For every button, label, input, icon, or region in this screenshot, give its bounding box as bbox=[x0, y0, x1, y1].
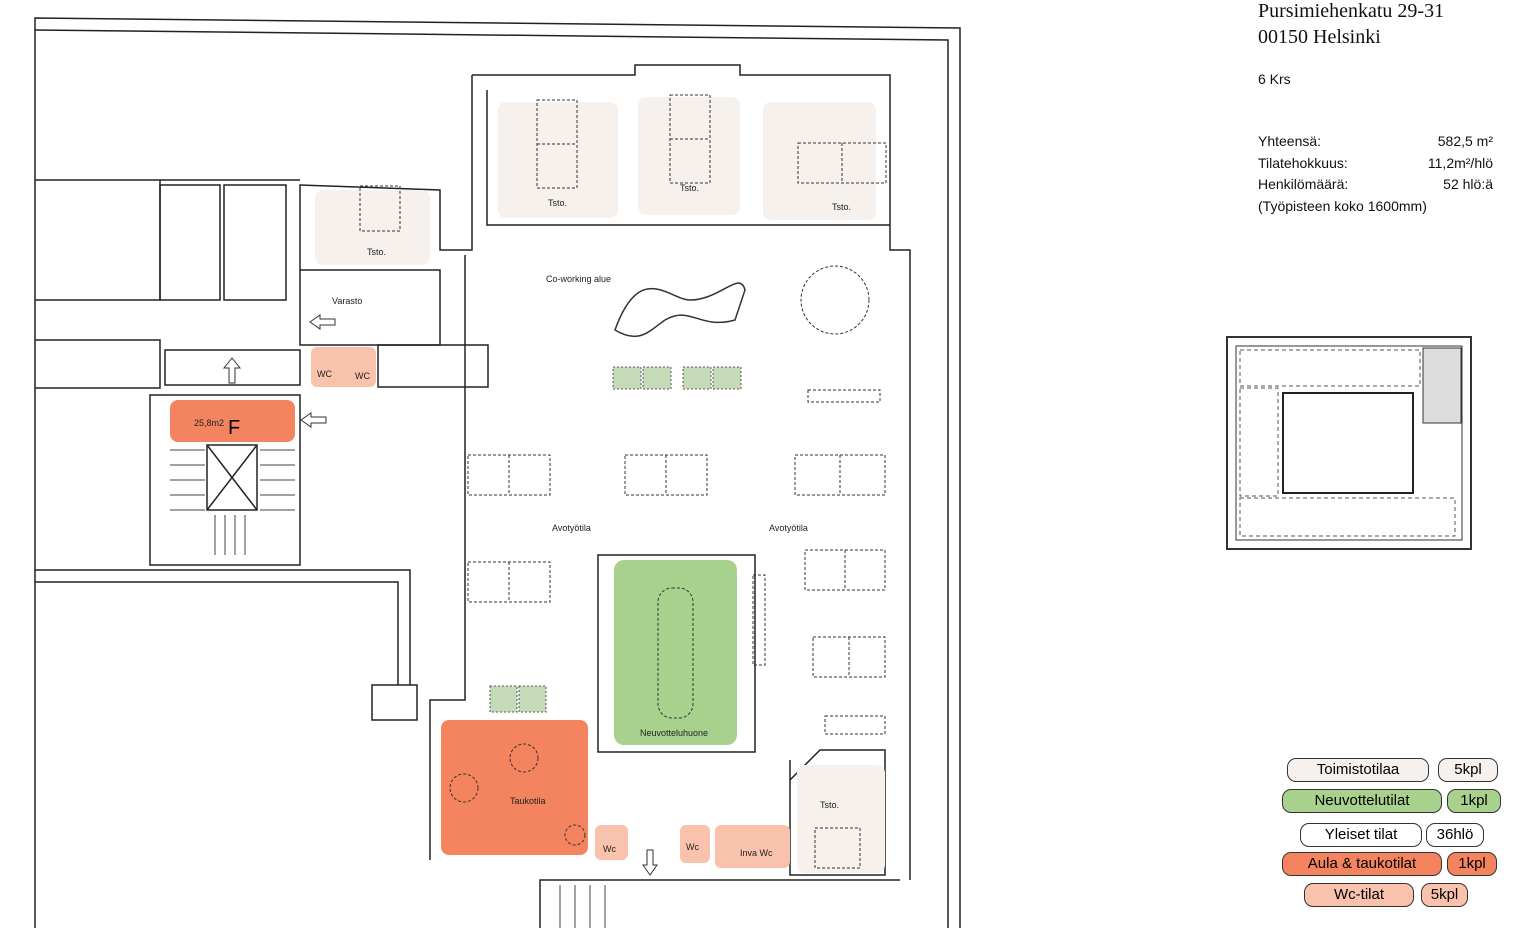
label-storage: Varasto bbox=[332, 296, 362, 306]
stats-panel: Yhteensä:582,5 m² Tilatehokkuus:11,2m²/h… bbox=[1258, 131, 1493, 217]
wc-room bbox=[680, 825, 710, 863]
legend-wc-count: 5kpl bbox=[1421, 883, 1468, 907]
address-city: 00150 Helsinki bbox=[1258, 26, 1381, 48]
accessible-wc-room bbox=[715, 825, 790, 868]
legend-wc: Wc-tilat bbox=[1304, 883, 1414, 907]
legend-meeting: Neuvottelutilat bbox=[1282, 789, 1442, 813]
exit-arrows bbox=[222, 314, 658, 876]
stat-efficiency: Tilatehokkuus:11,2m²/hlö bbox=[1258, 154, 1493, 171]
stat-headcount: Henkilömäärä:52 hlö:ä bbox=[1258, 176, 1493, 192]
office-room bbox=[638, 97, 740, 215]
label-lobby-area: 25,8m2 bbox=[194, 418, 224, 428]
stat-note: (Työpisteen koko 1600mm) bbox=[1258, 197, 1427, 214]
floor-plan: Tsto. Tsto. Tsto. Tsto. Tsto. Varasto Co… bbox=[34, 17, 961, 928]
round-tables bbox=[449, 265, 870, 846]
label-wc-3: Wc bbox=[603, 844, 616, 854]
label-coworking: Co-working alue bbox=[546, 274, 611, 284]
legend-meeting-count: 1kpl bbox=[1447, 789, 1501, 813]
office-rooms bbox=[315, 97, 885, 873]
address-street: Pursimiehenkatu 29-31 bbox=[1258, 0, 1445, 22]
legend-lobby: Aula & taukotilat bbox=[1282, 852, 1442, 876]
meeting-room bbox=[614, 560, 737, 745]
label-office-5: Tsto. bbox=[820, 800, 839, 810]
label-meeting-room: Neuvotteluhuone bbox=[640, 728, 708, 738]
coworking-sofa bbox=[614, 282, 746, 338]
office-room bbox=[498, 102, 618, 218]
floor-number: 6 Krs bbox=[1258, 71, 1291, 87]
label-open-office-2: Avotyötila bbox=[769, 523, 808, 533]
legend-common: Yleiset tilat bbox=[1300, 823, 1422, 847]
label-break-room: Taukotila bbox=[510, 796, 546, 806]
workstations bbox=[359, 94, 887, 869]
legend-lobby-count: 1kpl bbox=[1447, 852, 1497, 876]
label-accessible-wc: Inva Wc bbox=[740, 848, 773, 858]
legend-office-count: 5kpl bbox=[1438, 758, 1498, 782]
label-lobby-mark: F bbox=[228, 417, 240, 439]
break-room bbox=[441, 720, 588, 855]
arrow-down-icon bbox=[642, 849, 658, 876]
label-open-office-1: Avotyötila bbox=[552, 523, 591, 533]
arrow-up-icon bbox=[222, 357, 242, 384]
building-walls bbox=[34, 17, 961, 928]
phone-booths bbox=[489, 366, 742, 713]
wc-room bbox=[595, 825, 628, 860]
arrow-left-icon bbox=[300, 412, 327, 428]
arrow-left-icon bbox=[309, 314, 336, 330]
lobby bbox=[170, 400, 295, 442]
label-office-3: Tsto. bbox=[680, 183, 699, 193]
label-office-4: Tsto. bbox=[832, 202, 851, 212]
legend-common-count: 36hlö bbox=[1426, 823, 1484, 847]
label-office-2: Tsto. bbox=[548, 198, 567, 208]
office-room bbox=[763, 102, 876, 220]
address: Pursimiehenkatu 29-31 00150 Helsinki bbox=[1258, 0, 1444, 50]
label-wc-4: Wc bbox=[686, 842, 699, 852]
office-room bbox=[797, 765, 885, 873]
stat-total: Yhteensä:582,5 m² bbox=[1258, 133, 1493, 149]
building-minimap bbox=[1226, 336, 1472, 550]
office-room bbox=[315, 190, 430, 265]
label-wc-2: WC bbox=[355, 371, 370, 381]
staircase bbox=[170, 449, 606, 928]
label-wc-1: WC bbox=[317, 369, 332, 379]
label-office-1: Tsto. bbox=[367, 247, 386, 257]
legend-office: Toimistotilaa bbox=[1287, 758, 1429, 782]
wc-room bbox=[311, 347, 376, 387]
